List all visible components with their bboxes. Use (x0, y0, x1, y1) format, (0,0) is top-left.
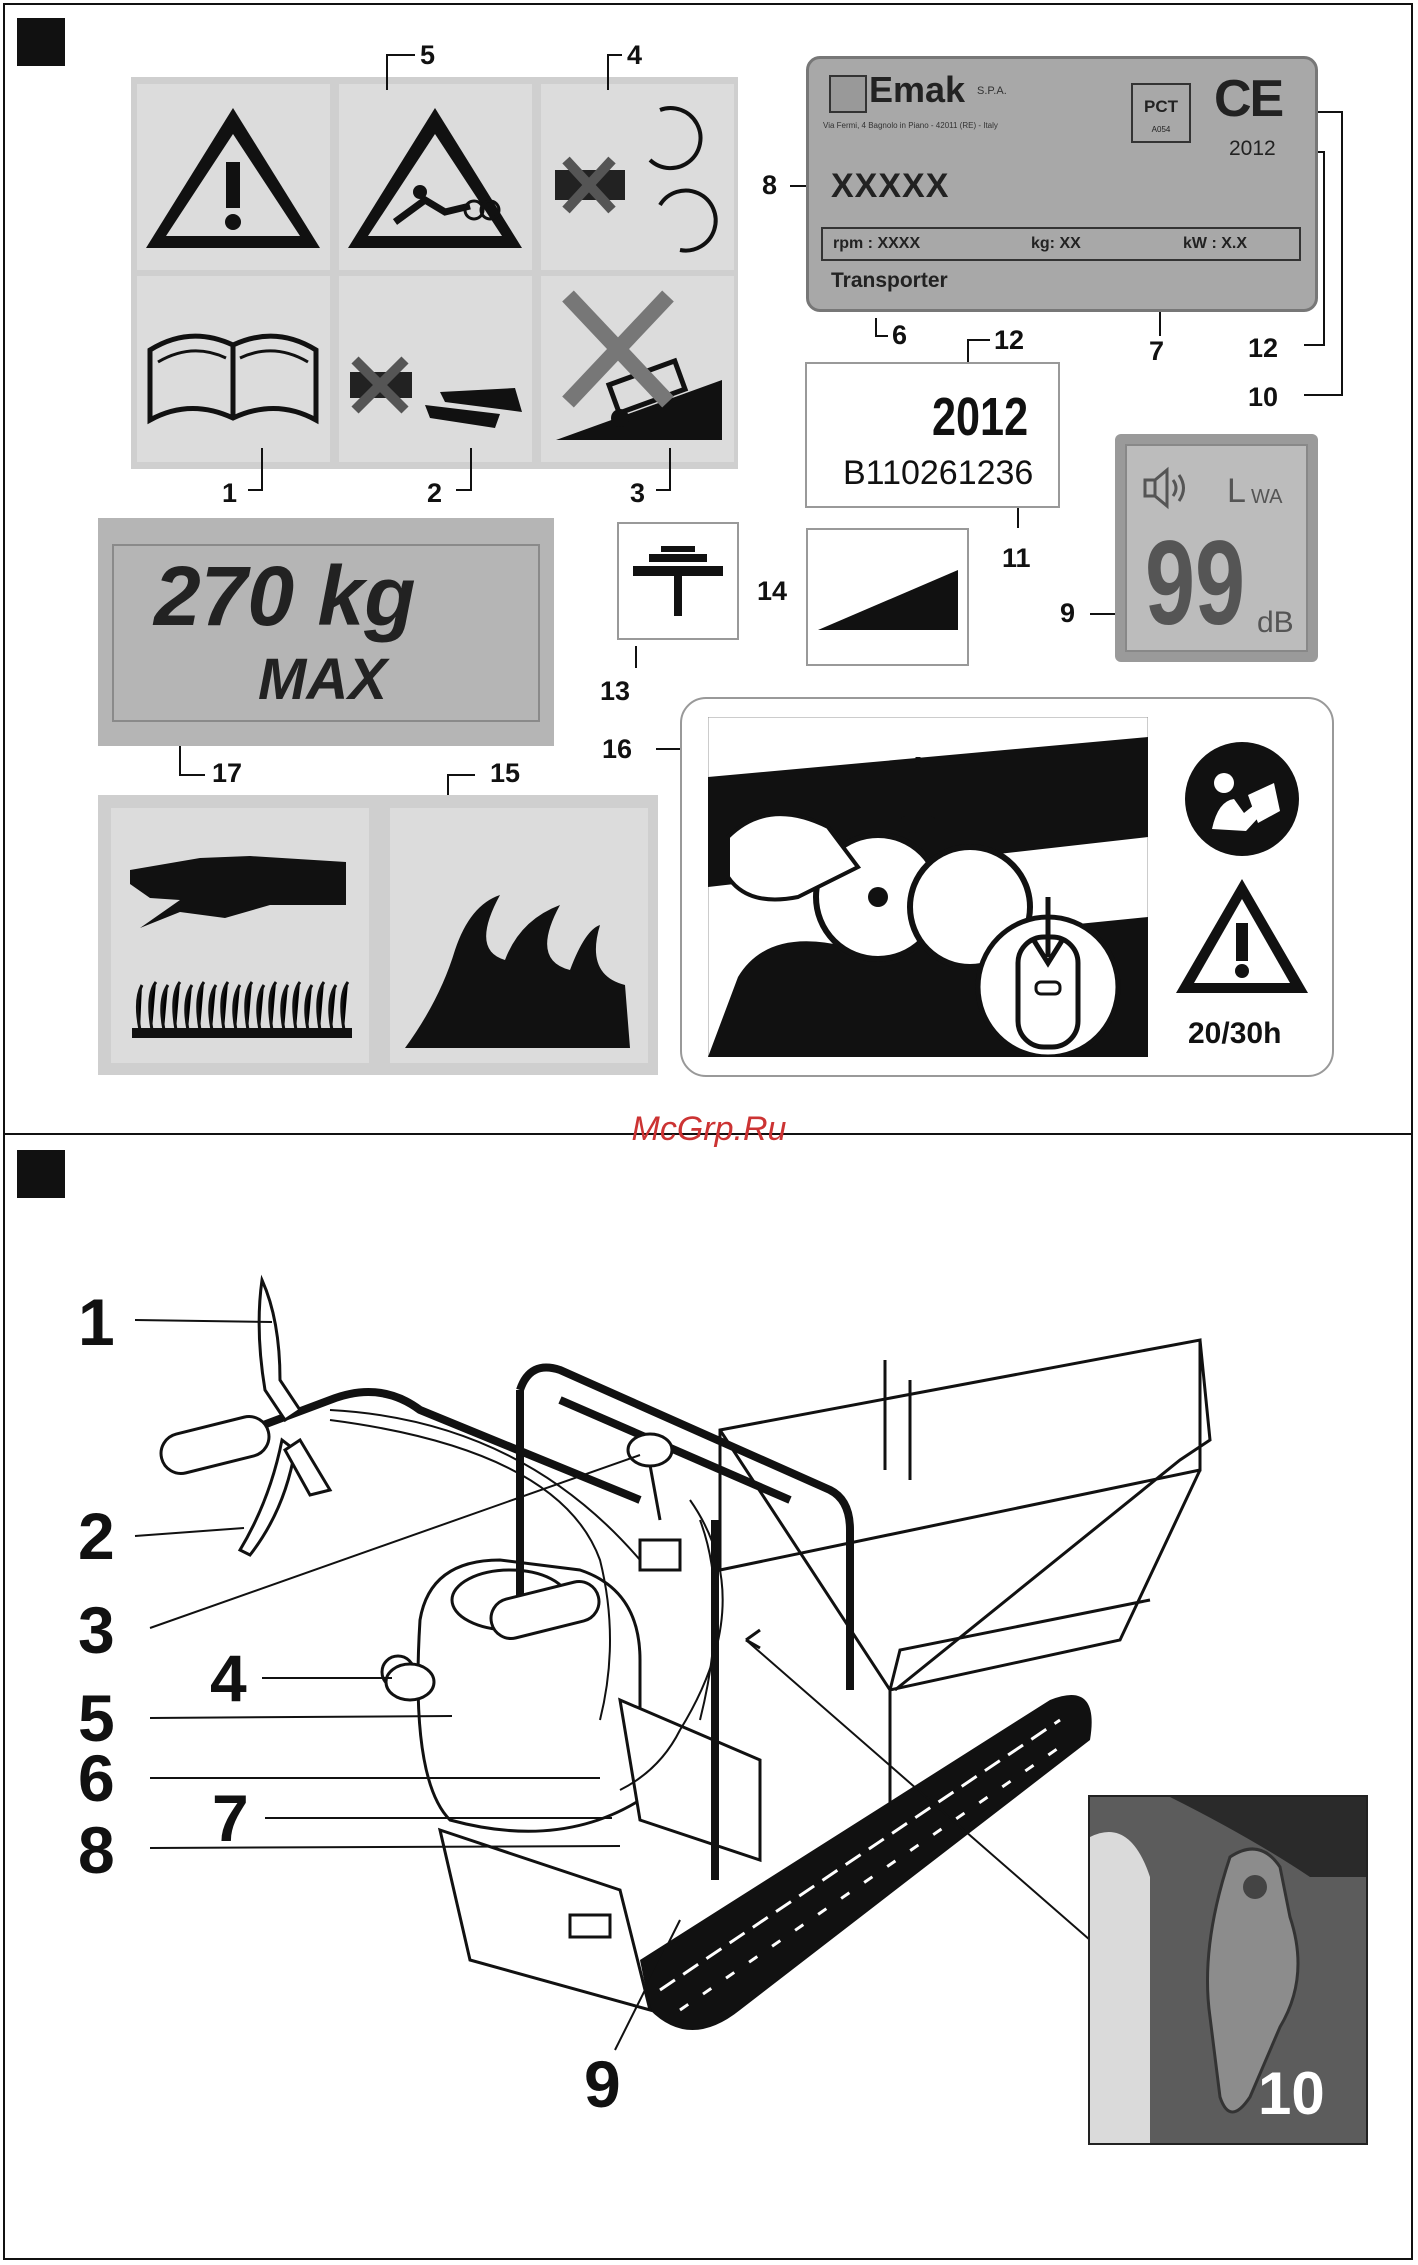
part-callout-7: 7 (212, 1780, 249, 1856)
part-callout-9: 9 (584, 2046, 621, 2122)
part-callout-8: 8 (78, 1812, 115, 1888)
part-callout-4: 4 (210, 1640, 247, 1716)
inset-photo-track-lever: 10 (1088, 1795, 1368, 2145)
inset-label: 10 (1258, 2059, 1325, 2128)
grips (157, 1412, 603, 1642)
part-callout-1: 1 (78, 1284, 115, 1360)
part-callout-6: 6 (78, 1740, 115, 1816)
fuel-cap (386, 1664, 434, 1700)
part-callout-3: 3 (78, 1592, 115, 1668)
part-callout-2: 2 (78, 1498, 115, 1574)
